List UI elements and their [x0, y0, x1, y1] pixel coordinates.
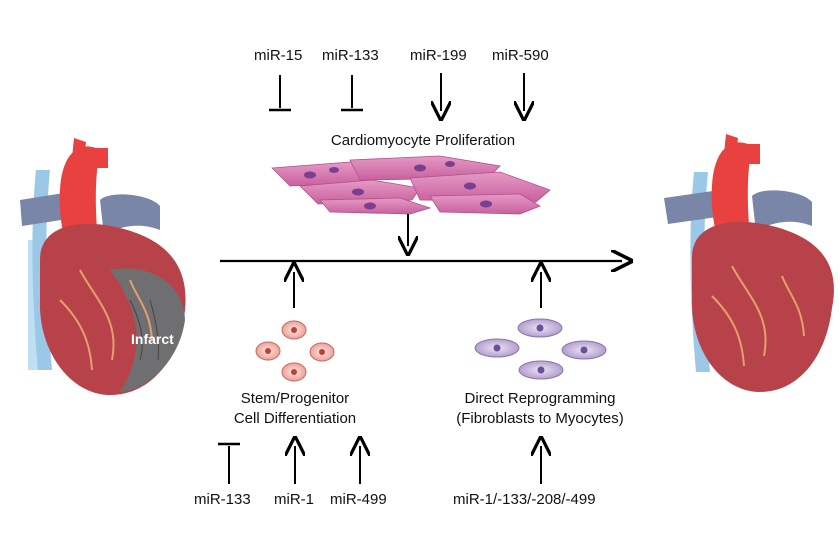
top-mirna-label-4: miR-590 [492, 47, 549, 64]
reprog-label-line2: (Fibroblasts to Myocytes) [456, 410, 624, 427]
stem-progenitor-cells [255, 320, 335, 382]
stem-label-line1: Stem/Progenitor [240, 390, 350, 407]
top-mirna-label-1: miR-15 [254, 47, 303, 64]
infarct-region [110, 268, 185, 392]
top-mirna-label-2: miR-133 [322, 47, 379, 64]
bottom-mirna-label-3: miR-499 [330, 491, 387, 508]
top-mirna-label-3: miR-199 [410, 47, 467, 64]
regenerated-heart [664, 134, 834, 392]
bottom-mirna-label-1: miR-133 [194, 491, 251, 508]
fibroblast-cells [474, 318, 607, 380]
coronary-vessels-right [711, 265, 805, 367]
heart-body-right [691, 221, 834, 392]
pulmonary-artery-left [100, 194, 160, 236]
bottom-mirna-label-combo: miR-1/-133/-208/-499 [453, 491, 596, 508]
cardiomyocyte-cluster [271, 155, 551, 215]
top-mirna-arrows [269, 73, 524, 111]
bottom-mirna-label-2: miR-1 [274, 491, 314, 508]
proliferation-label: Cardiomyocyte Proliferation [330, 132, 516, 149]
stem-label-line2: Cell Differentiation [233, 410, 357, 427]
bottom-mirna-arrows [218, 444, 541, 484]
coronary-vessels-left [59, 269, 153, 371]
reprog-label-line1: Direct Reprogramming [464, 390, 616, 407]
injured-heart [20, 138, 186, 395]
infarct-label: Infarct [131, 331, 174, 347]
